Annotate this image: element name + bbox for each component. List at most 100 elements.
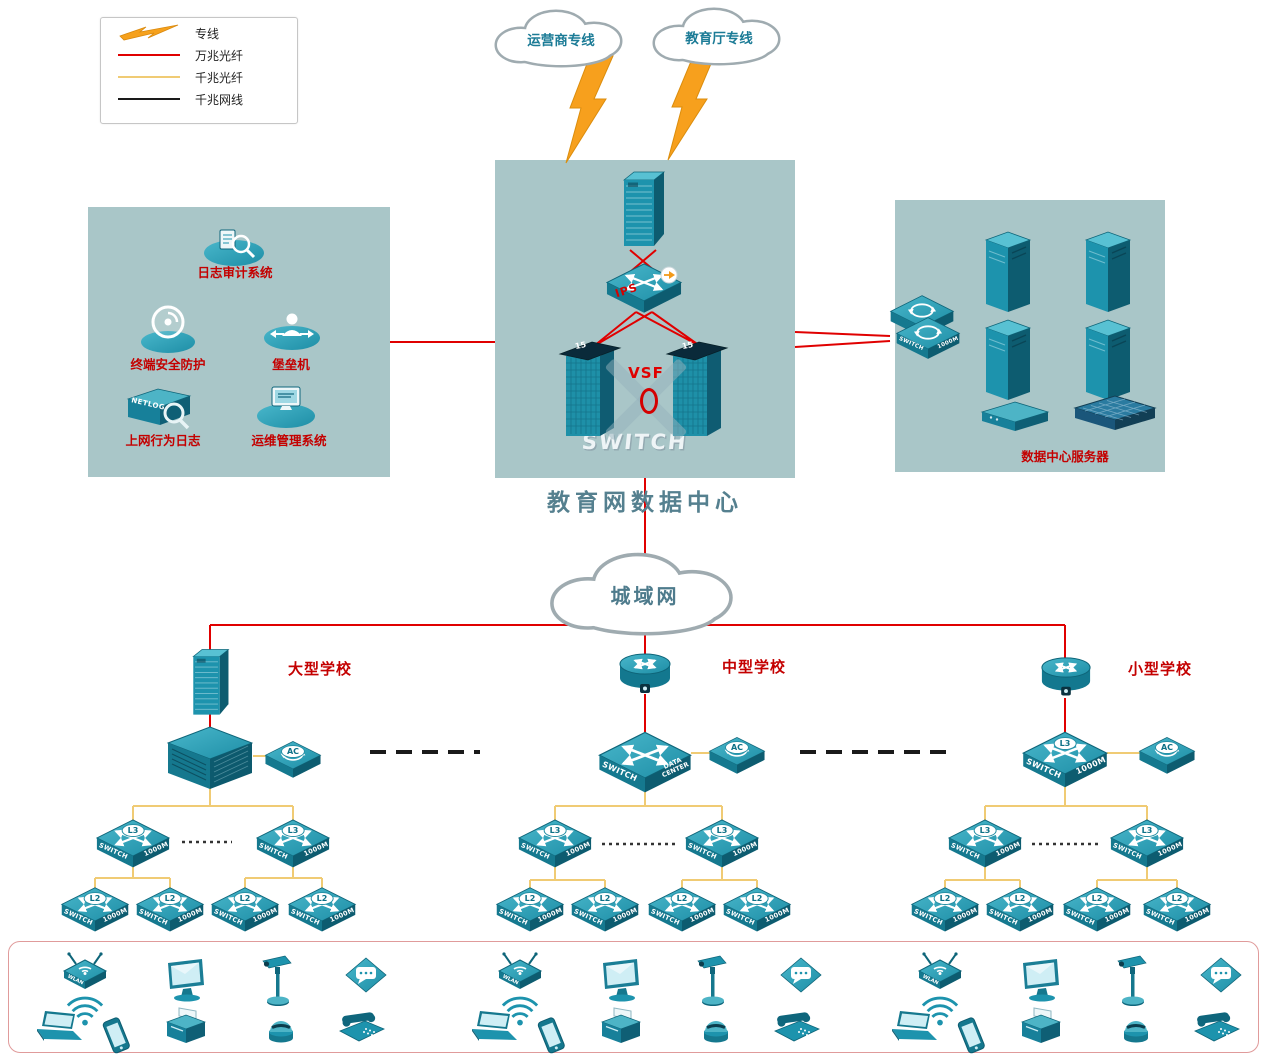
vsf-label: VSF [628,364,664,382]
ac-badge: AC [724,740,750,754]
l3-badge: L3 [973,824,997,838]
legend-row: 专线 [101,22,297,44]
l2-switch: L2 SWITCH 1000M [722,886,792,933]
l2-badge: L2 [593,891,617,905]
l3-switch: L3 SWITCH 1000M [947,818,1023,869]
l2-badge: L2 [83,891,107,905]
l3-badge: L3 [1053,737,1077,751]
l2-switch: L2 SWITCH 1000M [570,886,640,933]
lightning-bolt-icon [565,55,614,164]
server-zone-label: 数据中心服务器 [1021,449,1109,464]
l2-badge: L2 [233,891,257,905]
l3-badge: L3 [710,824,734,838]
terminal-protect-icon [138,302,198,354]
carrier-cloud: 运营商专线 [485,5,637,69]
ac-controller: AC [708,736,766,775]
l2-badge: L2 [158,891,182,905]
large-school-label: 大型学校 [288,660,353,678]
small-school-router [1039,654,1093,698]
l2-switch: L2 SWITCH 1000M [1062,886,1132,933]
storage-rack [978,398,1052,436]
l3-switch: L3 SWITCH 1000M [684,818,760,869]
carrier-cloud-label: 运营商专线 [527,33,595,49]
medium-school-router [617,650,673,696]
small-school-label: 小型学校 [1128,660,1193,678]
bastion-label: 堡垒机 [272,357,310,372]
server-tower [982,228,1034,314]
l2-switch: L2 SWITCH 1000M [287,886,357,933]
man-cloud: 城域网 [538,546,752,638]
terminal-protect-label: 终端安全防护 [130,357,206,372]
net-behavior-log-label: 上网行为日志 [125,433,201,448]
ac-badge: AC [1154,740,1180,754]
server-cap-label: 15 [680,339,694,351]
l2-switch: L2 SWITCH 1000M [985,886,1055,933]
l3-badge: L3 [121,824,145,838]
l3-switch: L3 SWITCH 1000M [517,818,593,869]
ac-controller: AC [1138,736,1196,775]
l3-switch: L3 SWITCH 1000M [95,818,171,869]
legend-row: 千兆网线 [101,88,297,110]
1g-copper-line-icon [109,97,189,101]
ac-controller: AC [264,740,322,779]
dedicated-line-icon [109,24,189,42]
legend-label: 万兆光纤 [195,48,244,63]
l2-badge: L2 [1085,891,1109,905]
l2-badge: L2 [1165,891,1189,905]
ips-arrow-icon [660,266,678,288]
ac-badge: AC [280,744,306,758]
man-cloud-label: 城域网 [610,586,680,608]
legend: 专线 万兆光纤 千兆光纤 千兆网线 [100,17,298,124]
medium-school-core-switch: SWITCH DATA CENTER [597,730,693,795]
l2-badge: L2 [670,891,694,905]
bastion-icon [260,308,324,352]
ips-device: IPS [605,262,683,315]
education-cloud: 教育厅专线 [643,3,795,67]
l2-switch: L2 SWITCH 1000M [210,886,280,933]
net-behavior-log-icon: NETLOG [122,383,198,431]
log-audit-icon [198,224,270,268]
server-tower [982,316,1034,402]
blade-chassis [1070,392,1160,436]
l2-badge: L2 [1008,891,1032,905]
server-tower [1082,228,1134,314]
l2-badge: L2 [745,891,769,905]
vsf-link-ring [640,388,658,414]
ops-mgmt-label: 运维管理系统 [251,433,327,448]
education-cloud-label: 教育厅专线 [685,31,753,47]
l2-switch: L2 SWITCH 1000M [1142,886,1212,933]
l3-badge: L3 [281,824,305,838]
10g-fiber-line-icon [109,53,189,57]
vsf-stack-overlay: VSF [598,356,694,444]
datacenter-title: 教育网数据中心 [547,490,743,515]
l2-badge: L2 [310,891,334,905]
l2-switch: L2 SWITCH 1000M [495,886,565,933]
legend-label: 千兆网线 [195,92,244,107]
l2-switch: L2 SWITCH 1000M [910,886,980,933]
legend-label: 专线 [195,26,220,41]
1g-fiber-line-icon [109,75,189,79]
terminal-zone-box [8,941,1259,1053]
ops-mgmt-icon [253,383,319,429]
server-zone-switch-bottom: SWITCH 1000M [895,316,961,361]
log-audit-label: 日志审计系统 [197,265,273,280]
l2-switch: L2 SWITCH 1000M [647,886,717,933]
small-school-core-switch: L3 SWITCH 1000M [1021,730,1109,789]
legend-label: 千兆光纤 [195,70,244,85]
l3-badge: L3 [1135,824,1159,838]
large-school-firewall [188,646,232,716]
legend-row: 万兆光纤 [101,44,297,66]
l2-badge: L2 [933,891,957,905]
server-tower [1082,316,1134,402]
l2-badge: L2 [518,891,542,905]
medium-school-label: 中型学校 [722,658,787,676]
l3-badge: L3 [543,824,567,838]
l2-switch: L2 SWITCH 1000M [135,886,205,933]
core-firewall [618,168,668,248]
l3-switch: L3 SWITCH 1000M [255,818,331,869]
l2-switch: L2 SWITCH 1000M [60,886,130,933]
server-cap-label: 15 [573,339,587,351]
large-school-core-switch [167,726,253,790]
legend-row: 千兆光纤 [101,66,297,88]
